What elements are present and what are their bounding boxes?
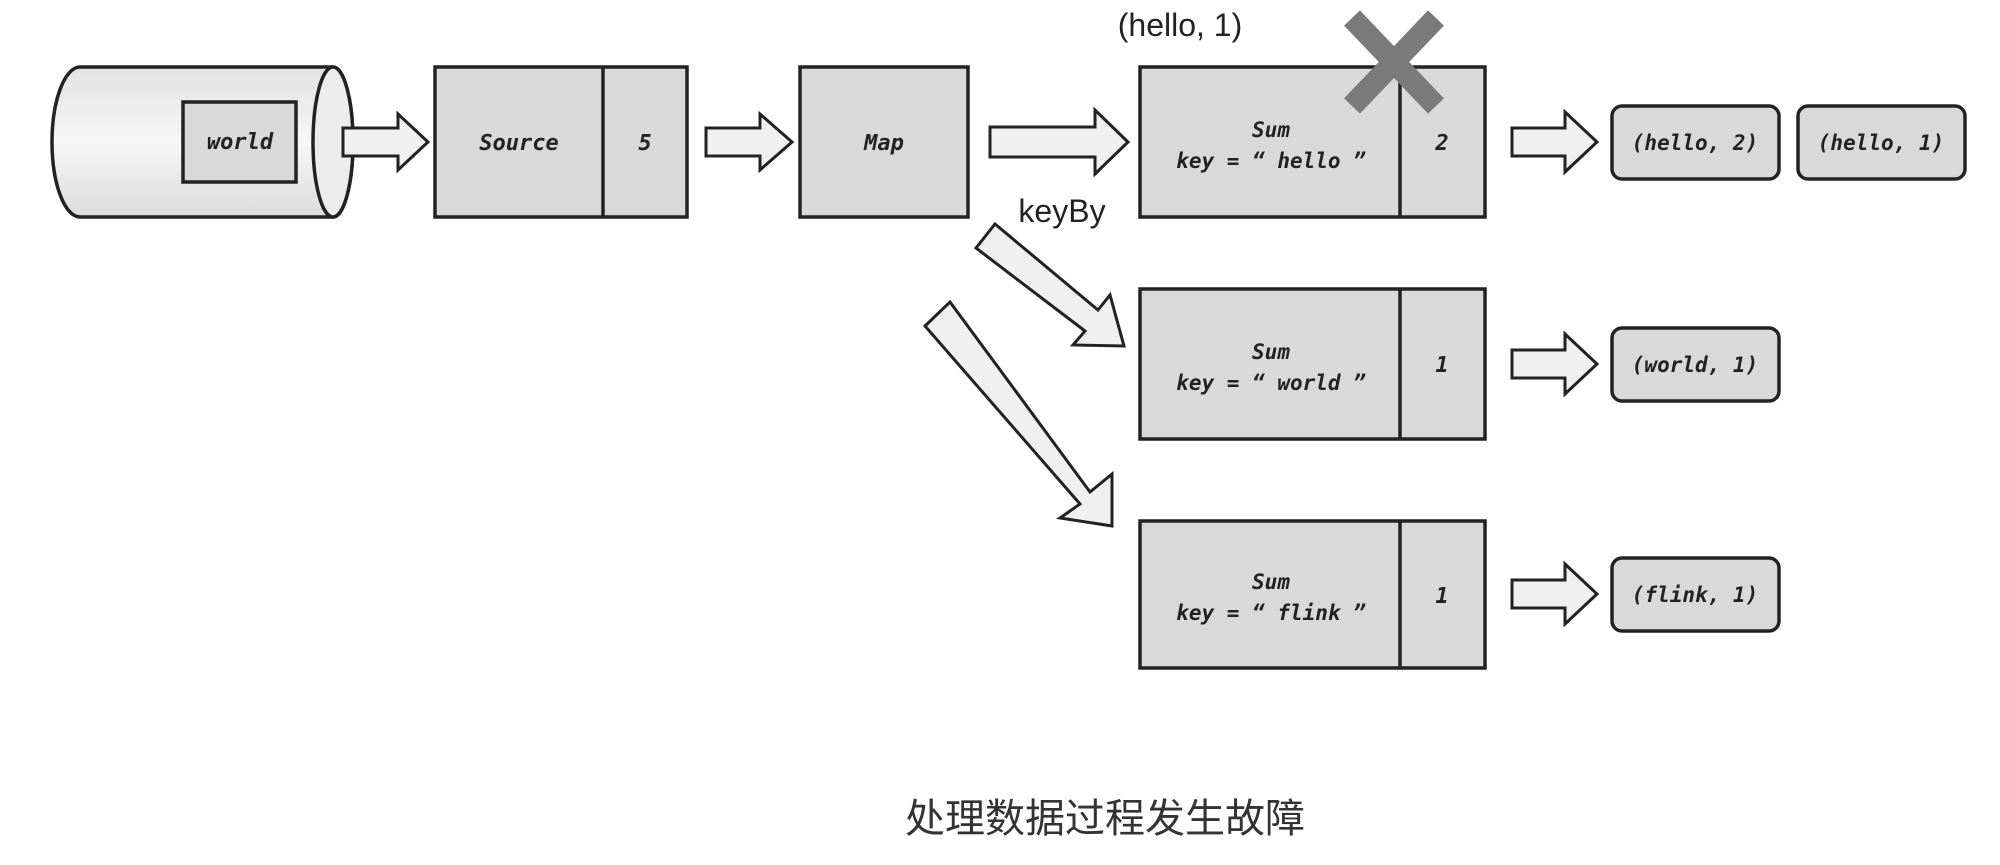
output-hello-1-label: (hello, 1) [1818,131,1944,155]
sum-operator-flink: Sum key = “ flink ” 1 [1138,519,1487,670]
diagram-caption: 处理数据过程发生故障 [905,796,1305,842]
sum-operator-world: Sum key = “ world ” 1 [1138,287,1487,441]
source-operator: Source 5 [433,65,689,219]
sum-hello-state: 2 [1434,131,1448,156]
output-hello-1: (hello, 1) [1796,104,1967,181]
output-world-1-label: (world, 1) [1632,353,1758,377]
output-flink-1: (flink, 1) [1610,556,1781,633]
sum-flink-state: 1 [1435,584,1448,609]
map-operator-name: Map [863,131,904,156]
source-queue-cylinder: world [50,65,355,219]
source-operator-name: Source [479,131,558,156]
sum-world-state: 1 [1435,353,1448,378]
arrow-sum-world-output [1510,330,1600,398]
sum-flink-key: key = “ flink ” [1176,601,1366,625]
arrow-map-to-sum-world [973,221,1126,348]
queue-record-label: world [207,130,274,155]
output-hello-2-label: (hello, 2) [1632,131,1758,155]
output-world-1: (world, 1) [1610,326,1781,403]
arrow-sum-hello-output [1510,108,1600,176]
queue-record-box [181,100,298,184]
arrow-queue-to-source [341,110,431,174]
arrow-map-to-sum-hello [988,106,1131,178]
sum-hello-title: Sum [1252,118,1290,142]
source-operator-state: 5 [638,131,651,156]
sum-world-title: Sum [1252,340,1290,364]
arrow-source-to-map [704,110,795,174]
failure-x-icon [1344,10,1444,114]
output-flink-1-label: (flink, 1) [1632,583,1758,607]
arrow-sum-flink-output [1510,560,1600,628]
keyby-label: keyBy [1018,193,1105,229]
sum-hello-key: key = “ hello ” [1176,149,1366,173]
output-hello-2: (hello, 2) [1610,104,1781,181]
sum-world-key: key = “ world ” [1176,371,1366,395]
failed-record-label: (hello, 1) [1118,7,1243,43]
sum-flink-title: Sum [1252,570,1290,594]
arrow-map-to-sum-flink [922,299,1114,528]
map-operator: Map [798,65,970,219]
